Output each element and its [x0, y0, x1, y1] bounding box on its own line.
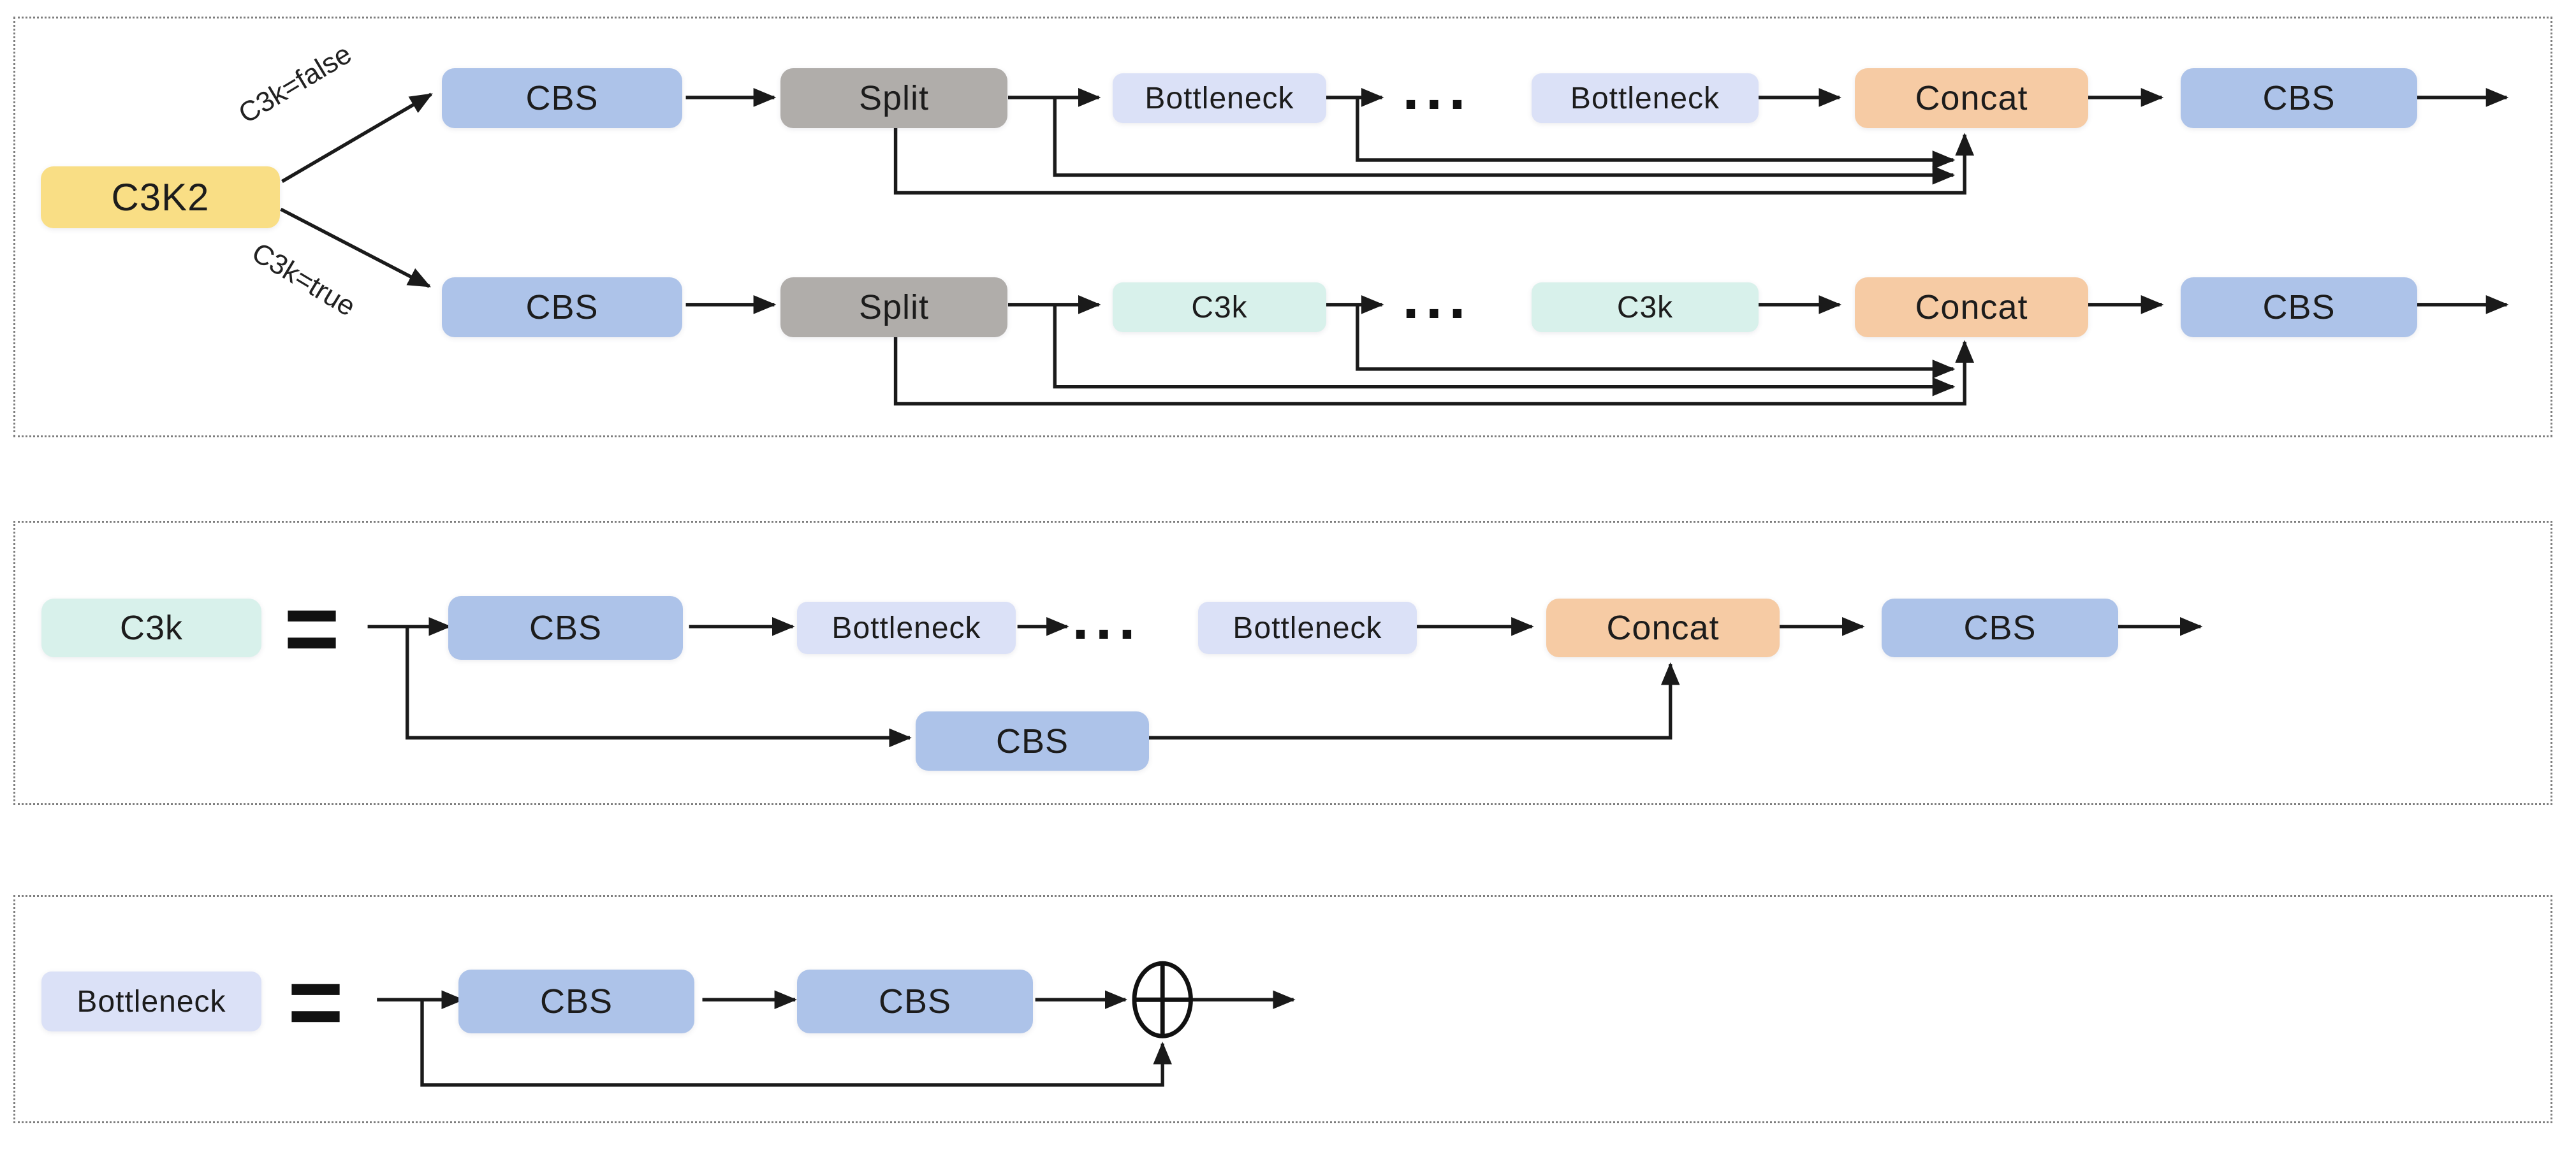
row-false-ellipsis-dots: ... [1402, 55, 1472, 122]
row-true-split-box: Split [780, 277, 1007, 337]
panel3-connectors [377, 961, 1296, 1087]
skip-line-split-bottom [893, 127, 1975, 195]
row-true-cbs-out-box: CBS [2181, 277, 2417, 337]
c3k-shortcut-cbs-box: CBS [916, 711, 1149, 771]
c3k2-box: C3K2 [41, 166, 280, 228]
add-icon [1132, 961, 1193, 1038]
row-false-bottleneck2-box: Bottleneck [1532, 73, 1759, 123]
panel-bottleneck-definition: Bottleneck = CBS CBS [13, 895, 2552, 1123]
c3k-title-box: C3k [41, 599, 261, 657]
branch-true-label: C3k=true [246, 237, 361, 323]
c3k2-branch-arrows [280, 92, 433, 288]
branch-false-label: C3k=false [233, 38, 357, 130]
row-true-concat-box: Concat [1855, 277, 2088, 337]
c3k-bottleneck2-box: Bottleneck [1198, 602, 1417, 654]
shortcut-into-concat [1148, 662, 1680, 740]
equals-sign: = [288, 945, 344, 1058]
row-false-bottleneck1-box: Bottleneck [1113, 73, 1326, 123]
panel2-connectors [367, 616, 2203, 748]
bottleneck-cbs1-box: CBS [458, 970, 694, 1033]
c3k-cbs-in-box: CBS [448, 596, 683, 660]
row-true-c3k1-box: C3k [1113, 282, 1326, 332]
c3k-concat-box: Concat [1546, 599, 1780, 657]
row-true-cbs-in-box: CBS [442, 277, 682, 337]
equals-sign: = [284, 571, 340, 684]
c3k-bottleneck1-box: Bottleneck [797, 602, 1016, 654]
bottleneck-cbs2-box: CBS [797, 970, 1033, 1033]
row-false-cbs-in-box: CBS [442, 68, 682, 128]
panel-c3k2-module: C3K2 C3k=false C3k=true CBS Split Bottle… [13, 17, 2552, 437]
c3k-cbs-out-box: CBS [1882, 599, 2118, 657]
c3k-ellipsis-dots: ... [1072, 585, 1142, 652]
bottleneck-title-box: Bottleneck [41, 972, 261, 1031]
skip-line-split-bottom [893, 334, 1975, 406]
row-true-ellipsis-dots: ... [1402, 264, 1472, 331]
panel-c3k-definition: C3k = CBS Bottleneck ... Bottleneck Conc… [13, 521, 2552, 805]
row-false-cbs-out-box: CBS [2181, 68, 2417, 128]
row-true-c3k2-box: C3k [1532, 282, 1759, 332]
row-false-concat-box: Concat [1855, 68, 2088, 128]
row-false-split-box: Split [780, 68, 1007, 128]
